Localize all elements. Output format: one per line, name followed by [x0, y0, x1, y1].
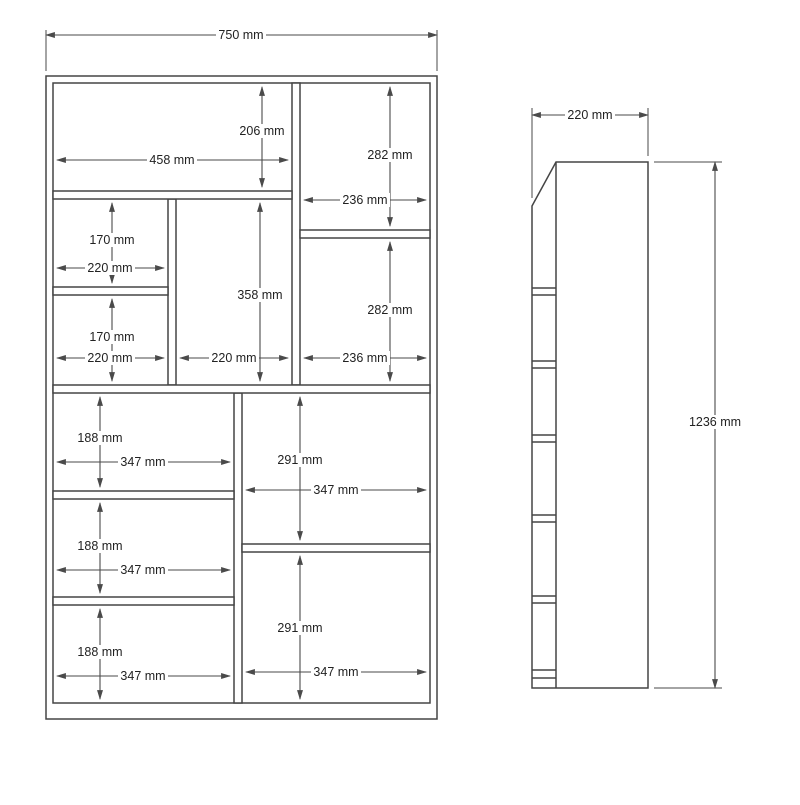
- dim-front-bottom-right-1-width: 347 mm: [245, 483, 427, 497]
- dim-front-top-left-width: 458 mm: [56, 153, 289, 167]
- dim-front-mid-left-upper-height: 170 mm: [87, 202, 137, 284]
- dim-label: 188 mm: [77, 431, 122, 445]
- dim-front-bottom-left-2-width: 347 mm: [56, 563, 231, 577]
- divider-right-column: [291, 82, 301, 386]
- dim-front-bottom-left-3-height: 188 mm: [75, 608, 125, 700]
- dim-front-bottom-left-2-height: 188 mm: [75, 502, 125, 594]
- front-view-drawing: [45, 75, 438, 720]
- dim-front-overall-width: 750 mm: [45, 28, 438, 71]
- shelf-bottom-left-1: [52, 490, 235, 500]
- dim-label: 188 mm: [77, 539, 122, 553]
- dim-label: 282 mm: [367, 303, 412, 317]
- dim-label: 291 mm: [277, 621, 322, 635]
- dim-label: 1236 mm: [689, 415, 741, 429]
- dim-front-mid-left-upper-width: 220 mm: [56, 261, 165, 275]
- dim-front-center-height: 358 mm: [235, 202, 285, 382]
- dim-label: 347 mm: [120, 669, 165, 683]
- dim-label: 206 mm: [239, 124, 284, 138]
- dim-label: 347 mm: [120, 455, 165, 469]
- dim-label: 236 mm: [342, 193, 387, 207]
- dim-front-bottom-left-1-width: 347 mm: [56, 455, 231, 469]
- dim-front-mid-left-lower-height: 170 mm: [87, 298, 137, 382]
- dim-label: 458 mm: [149, 153, 194, 167]
- side-shelf-edges: [532, 287, 556, 679]
- shelf-bottom-left-2: [52, 596, 235, 606]
- dim-front-bottom-right-2-height: 291 mm: [275, 555, 325, 700]
- dim-front-mid-left-lower-width: 220 mm: [56, 351, 165, 365]
- dim-label: 750 mm: [218, 28, 263, 42]
- dim-label: 358 mm: [237, 288, 282, 302]
- dim-label: 220 mm: [87, 351, 132, 365]
- shelf-top-left: [52, 190, 293, 200]
- dim-label: 170 mm: [89, 330, 134, 344]
- dim-front-bottom-left-1-height: 188 mm: [75, 396, 125, 488]
- dim-side-height: 1236 mm: [654, 161, 744, 689]
- dim-front-center-width: 220 mm: [179, 351, 289, 365]
- divider-bottom-center: [233, 392, 243, 704]
- dim-label-bg: [216, 28, 266, 42]
- dim-label: 347 mm: [313, 483, 358, 497]
- divider-mid-left: [167, 198, 177, 386]
- side-panel-outline: [531, 161, 649, 689]
- dim-label: 236 mm: [342, 351, 387, 365]
- dim-label: 291 mm: [277, 453, 322, 467]
- shelf-mid-left: [52, 286, 169, 296]
- shelf-top-right: [299, 229, 431, 239]
- dim-front-bottom-right-1-height: 291 mm: [275, 396, 325, 541]
- dim-front-bottom-right-2-width: 347 mm: [245, 665, 427, 679]
- shelf-middle-full: [52, 384, 431, 394]
- dim-front-top-right-width: 236 mm: [303, 193, 427, 207]
- dim-label: 220 mm: [211, 351, 256, 365]
- dim-label: 282 mm: [367, 148, 412, 162]
- dim-label: 347 mm: [313, 665, 358, 679]
- dim-front-top-left-height: 206 mm: [237, 86, 287, 188]
- dim-front-bottom-left-3-width: 347 mm: [56, 669, 231, 683]
- shelf-bottom-right: [241, 543, 431, 553]
- dim-front-mid-right-width: 236 mm: [303, 351, 427, 365]
- dim-label: 347 mm: [120, 563, 165, 577]
- side-view-drawing: [531, 161, 649, 689]
- dim-label: 220 mm: [87, 261, 132, 275]
- dim-label: 220 mm: [567, 108, 612, 122]
- dim-side-depth: 220 mm: [531, 108, 649, 198]
- dim-label: 170 mm: [89, 233, 134, 247]
- dim-label: 188 mm: [77, 645, 122, 659]
